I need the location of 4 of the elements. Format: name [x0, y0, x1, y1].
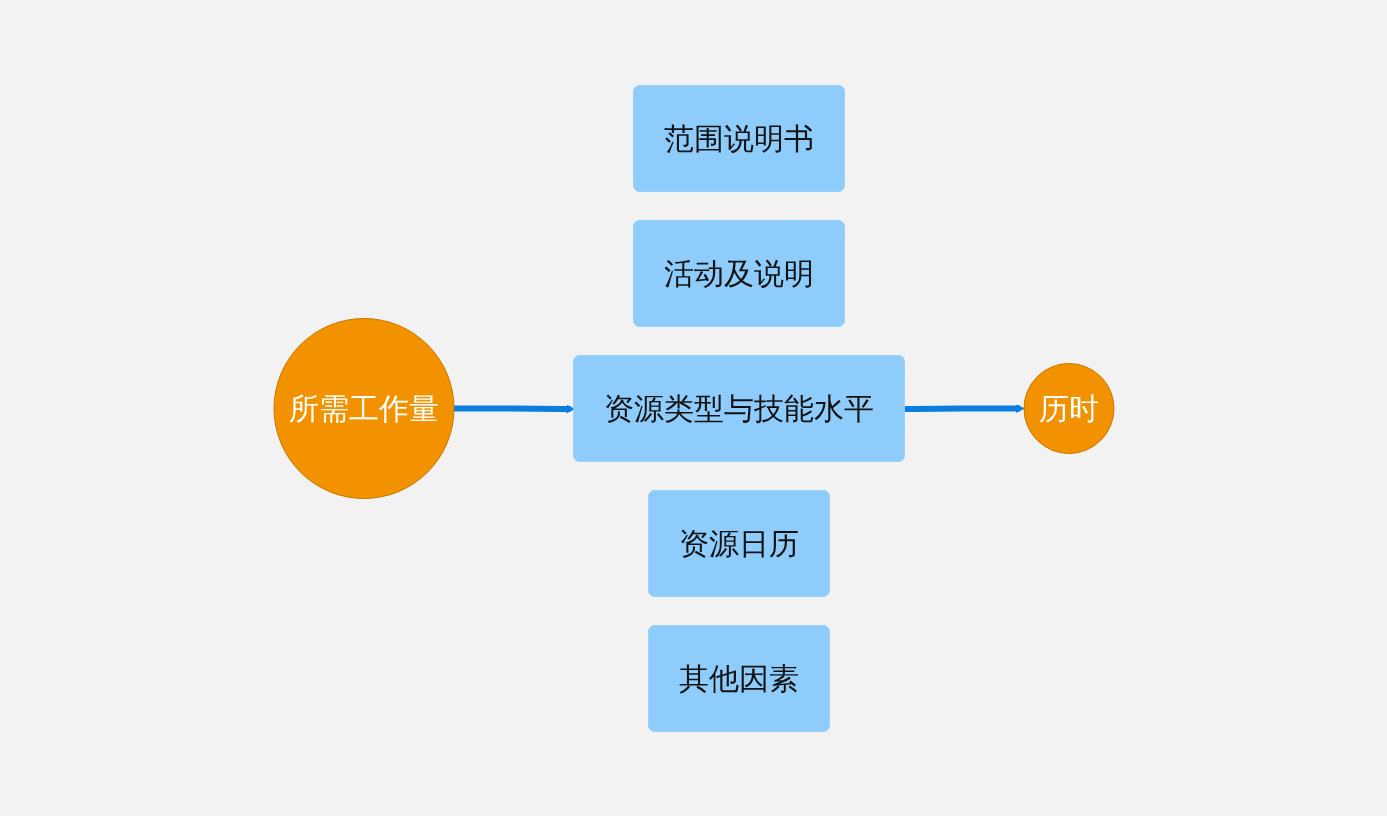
node-circle: 所需工作量 [273, 317, 454, 499]
arrow [453, 404, 575, 413]
node-circle: 历时 [1023, 362, 1114, 454]
arrow [903, 403, 1024, 413]
